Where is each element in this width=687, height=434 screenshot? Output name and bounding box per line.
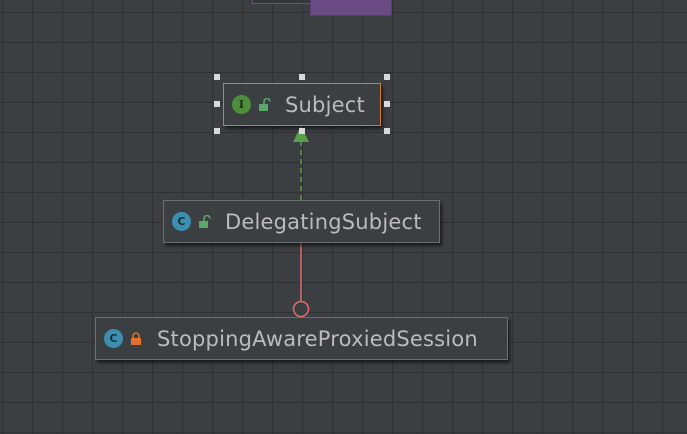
node-subject[interactable]: I Subject	[223, 83, 381, 126]
implements-arrowhead	[293, 126, 309, 142]
resize-handle-top-center[interactable]	[299, 74, 305, 80]
node-label: StoppingAwareProxiedSession	[157, 326, 478, 351]
unlocked-icon	[199, 214, 211, 228]
unlocked-icon	[259, 97, 271, 111]
resize-handle-bottom-left[interactable]	[214, 128, 220, 134]
node-label: Subject	[285, 92, 365, 117]
resize-handle-top-left[interactable]	[214, 74, 220, 80]
node-stopping-aware-proxied-session[interactable]: C StoppingAwareProxiedSession	[95, 317, 508, 360]
offscreen-node-fragment-highlighted[interactable]	[310, 0, 392, 16]
node-delegating-subject[interactable]: C DelegatingSubject	[163, 200, 440, 243]
lock-icon	[131, 331, 141, 345]
interface-icon: I	[232, 95, 251, 114]
node-label: DelegatingSubject	[225, 209, 422, 234]
resize-handle-middle-left[interactable]	[214, 101, 220, 107]
class-icon: C	[104, 329, 123, 348]
resize-handle-bottom-right[interactable]	[384, 128, 390, 134]
inner-class-connector-circle	[292, 300, 310, 318]
resize-handle-top-right[interactable]	[384, 74, 390, 80]
class-icon: C	[172, 212, 191, 231]
resize-handle-middle-right[interactable]	[384, 101, 390, 107]
resize-handle-bottom-center[interactable]	[299, 128, 305, 134]
